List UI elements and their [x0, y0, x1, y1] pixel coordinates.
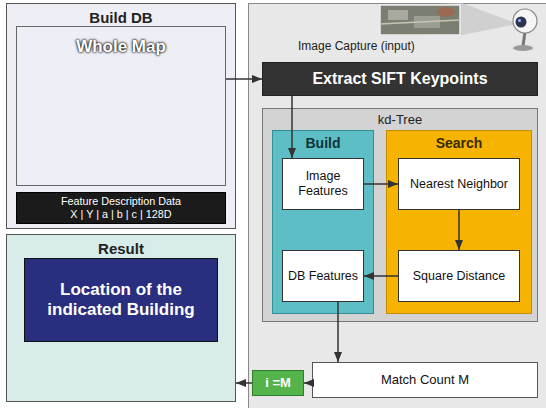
data-format-box: Feature Description DataX | Y | a | b | …	[16, 192, 226, 224]
box-label: Extract SIFT Keypoints	[312, 69, 487, 88]
process-bar: Extract SIFT Keypoints	[262, 62, 538, 96]
connector-arrow	[364, 275, 398, 277]
process-box: Square Distance	[398, 250, 520, 302]
photo-detail	[380, 20, 460, 24]
connector-arrow	[304, 382, 312, 384]
photo-detail	[437, 7, 455, 17]
group-panel: BuildImage Features DB Features	[272, 130, 374, 314]
box-label: i =M	[265, 375, 291, 391]
panel-title: Build DB	[10, 9, 232, 27]
process-box: Match Count M	[312, 362, 538, 398]
webcam-glint	[518, 19, 521, 22]
connector-arrow	[364, 183, 398, 185]
connector-arrow	[236, 382, 252, 384]
panel-title: Result	[10, 240, 232, 258]
box-label: Feature Description Data	[61, 195, 181, 208]
process-box: Nearest Neighbor	[398, 158, 520, 210]
connector-arrow	[291, 96, 293, 158]
connector-arrow	[458, 210, 460, 250]
box-label: Square Distance	[413, 269, 505, 284]
group-panel: ResultLocation of the indicated Building	[6, 234, 236, 402]
caption-label: Image Capture (input)	[298, 39, 415, 53]
process-box: DB Features	[282, 250, 364, 302]
process-box: Image Features	[282, 158, 364, 210]
connector-arrow	[226, 78, 262, 80]
webcam-body	[513, 9, 537, 33]
map-frame: Whole Map	[16, 26, 226, 186]
webcam-lens	[516, 17, 527, 28]
group-panel: Build DB Whole MapFeature Description Dat…	[6, 3, 236, 229]
box-label: DB Features	[288, 269, 358, 284]
panel-title: Search	[390, 135, 528, 152]
box-label: Image Features	[287, 169, 359, 199]
box-label: X | Y | a | b | c | 128D	[70, 208, 171, 221]
group-panel: kd-TreeBuildImage Features DB Features Sea…	[262, 108, 538, 322]
box-label: Nearest Neighbor	[410, 177, 508, 192]
webcam-base	[513, 45, 533, 51]
photo-detail	[388, 10, 408, 20]
capture-cone	[380, 3, 518, 36]
panel-title: Whole Map	[20, 37, 222, 57]
webcam-stand	[523, 32, 525, 46]
captured-photo	[380, 5, 460, 35]
panel-title: kd-Tree	[266, 112, 534, 128]
connector-arrow	[337, 302, 339, 362]
condition-box: i =M	[252, 370, 304, 396]
result-box: Location of the indicated Building	[24, 258, 218, 342]
panel-title: Build	[276, 135, 370, 152]
box-label: Match Count M	[381, 372, 469, 388]
box-label: Location of the indicated Building	[29, 280, 213, 321]
